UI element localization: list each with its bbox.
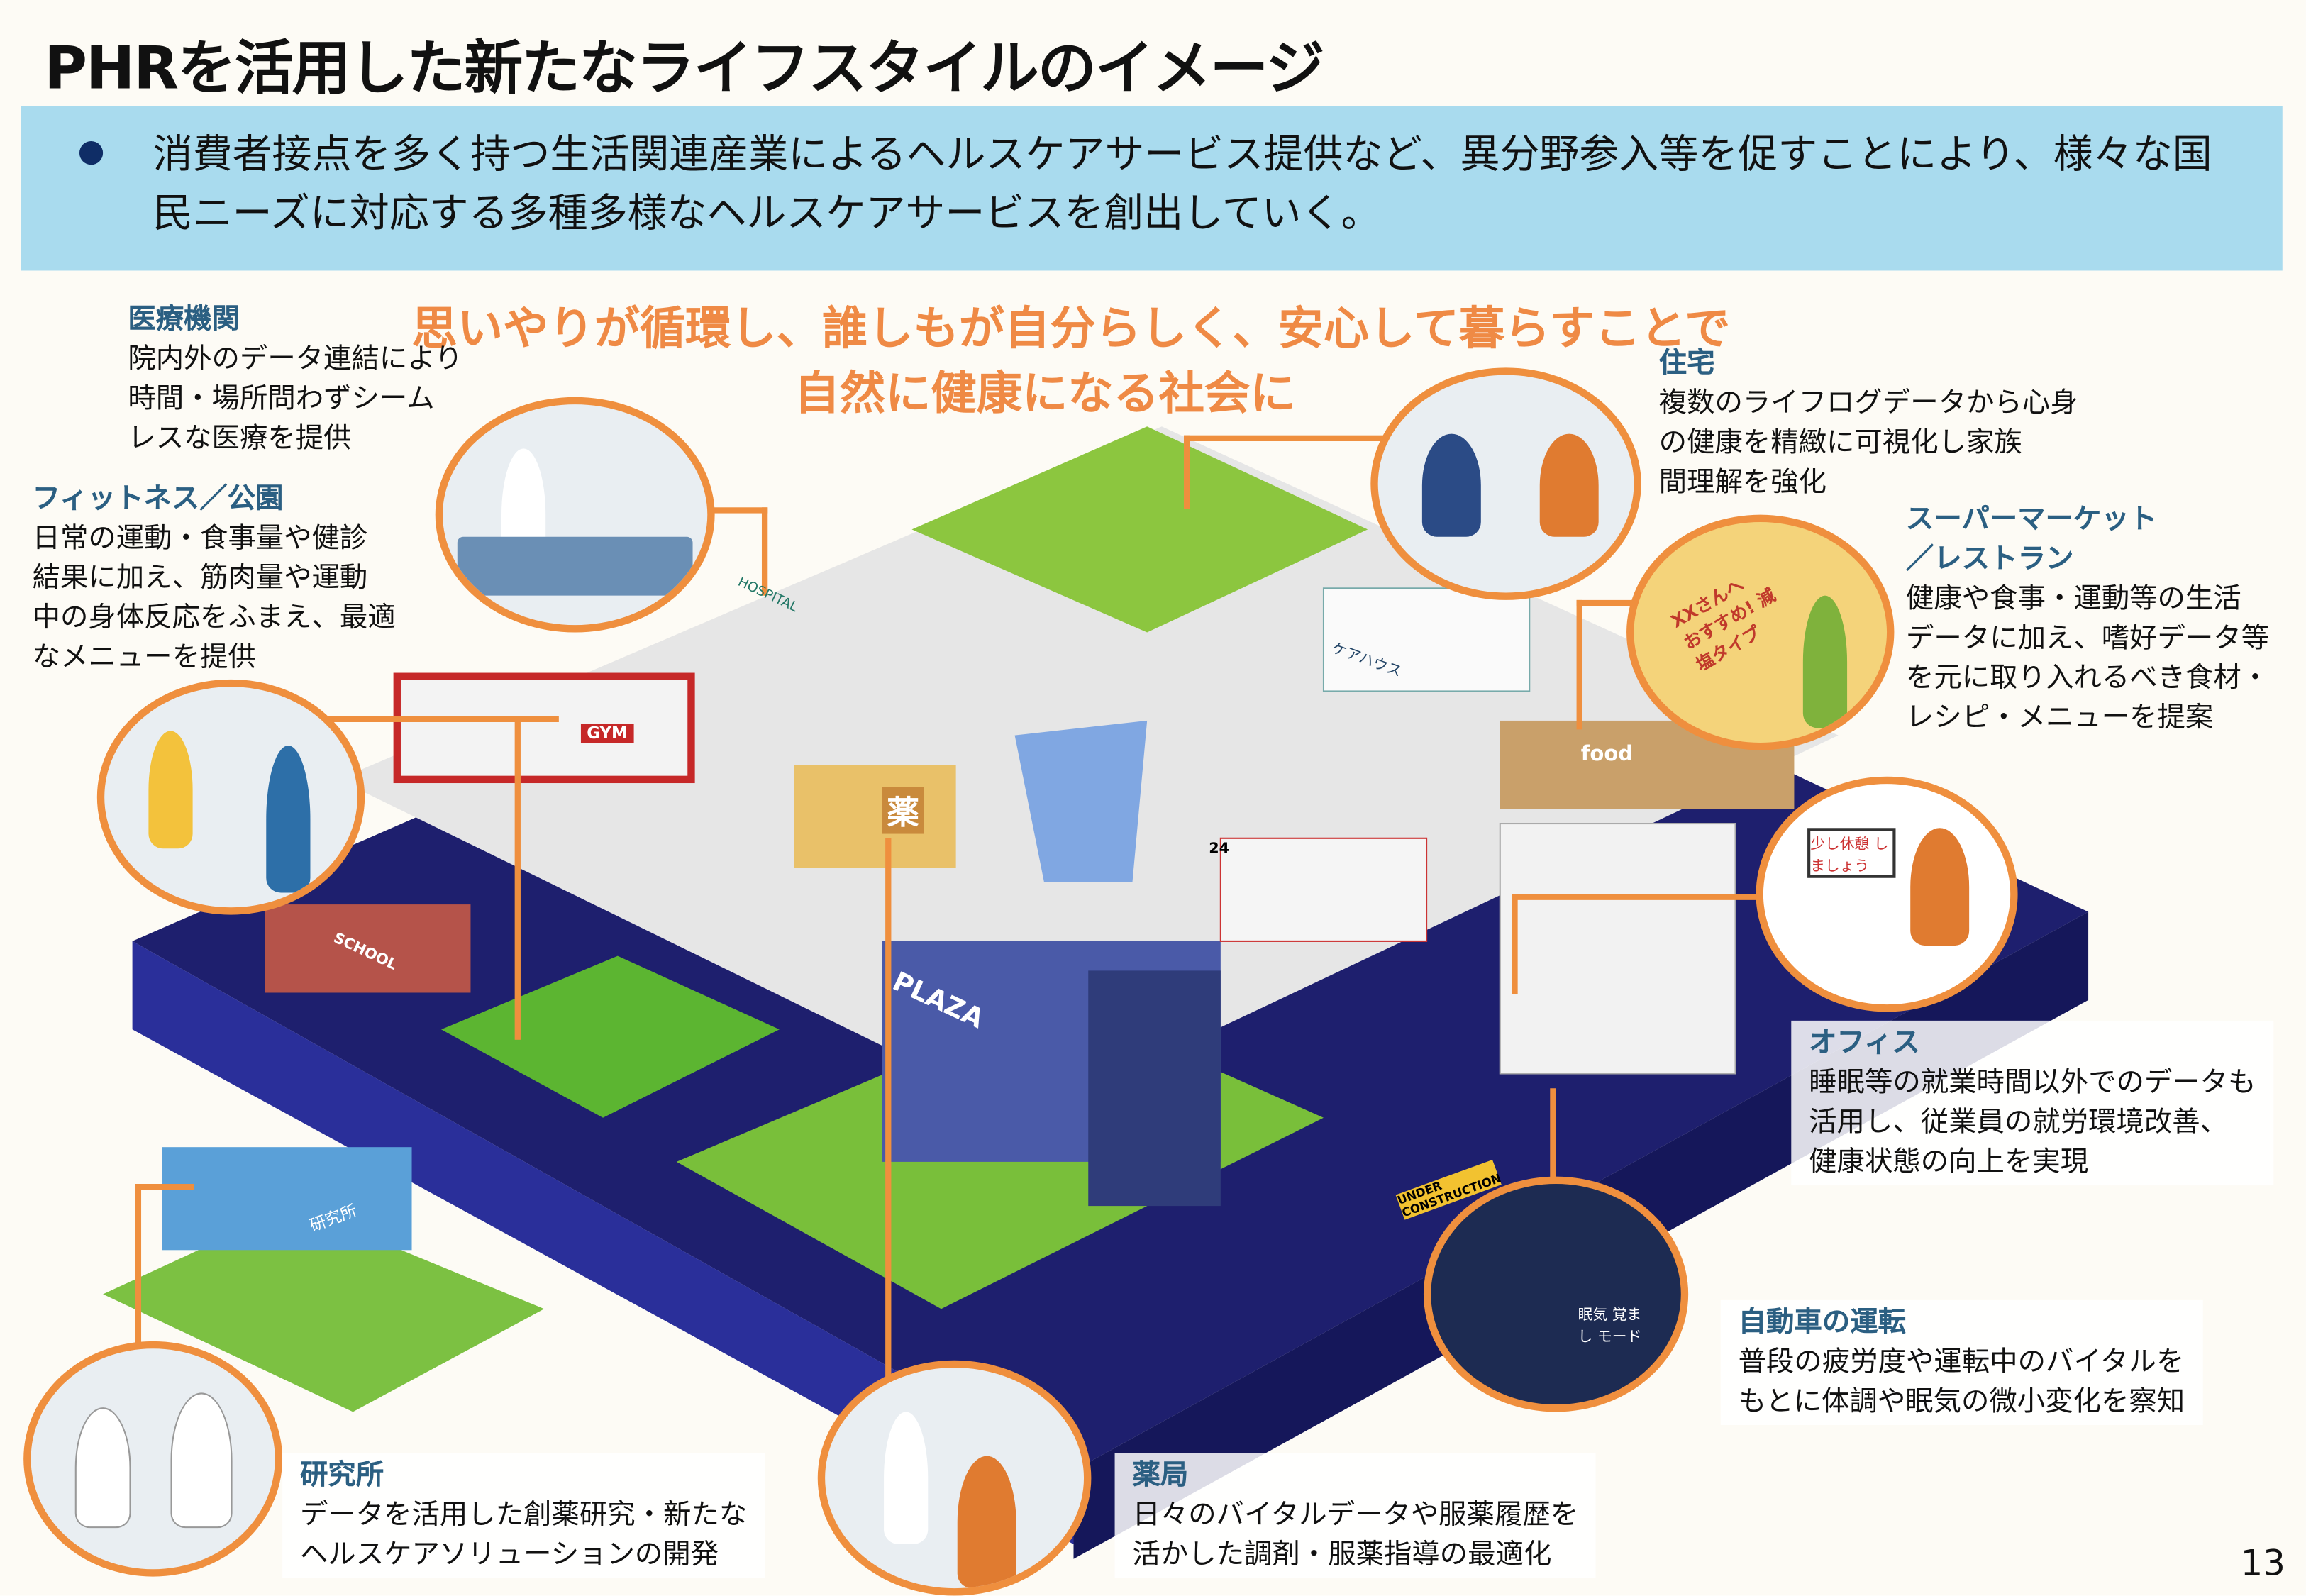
store24-sign: 24 [1209,841,1230,858]
lab-illustration [23,1341,283,1577]
connector-line [1512,894,1762,900]
pharmacy-illustration [817,1360,1092,1596]
connector-line [761,507,768,596]
car-label: 自動車の運転 普段の疲労度や運転中のバイタルをもとに体調や眠気の微小変化を察知 [1720,1299,2203,1426]
fitness-label: フィットネス／公園 日常の運動・食事量や健診結果に加え、筋肉量や運動中の身体反応… [32,482,396,674]
rest-sign: 少し休憩 しましょう [1807,828,1896,878]
connector-line [135,1184,142,1368]
food-sign: food [1580,743,1634,767]
platform-side-left [132,941,1074,1544]
connector-line [691,507,768,514]
pharmacy-building [794,765,956,868]
school-building [265,904,471,993]
pharmacy-sign: 薬 [882,787,924,834]
connector-line [1184,435,1190,509]
medical-label: 医療機関 院内外のデータ連結により時間・場所問わずシームレスな医療を提供 [128,303,463,455]
gym-sign: GYM [580,724,633,743]
medical-illustration [435,397,715,633]
lab-building [162,1147,412,1251]
connector-line [323,716,559,722]
soccer-field [440,955,780,1118]
care-house [1322,587,1531,692]
gym-building [393,672,695,784]
fitness-illustration [96,679,365,915]
connector-line [1576,599,1582,730]
supermarket-illustration: XXさんへ おすすめ! 減塩タイプ [1626,514,1895,750]
connector-line [1550,1088,1556,1207]
convenience-store [1219,837,1428,942]
plaza-tower [1088,970,1221,1207]
connector-line [1512,894,1518,994]
connector-line [514,716,521,1040]
lab-lawn [103,1206,545,1412]
recommend-sign: XXさんへ おすすめ! 減塩タイプ [1667,574,1780,676]
data-beam [1014,720,1148,882]
page-title: PHRを活用した新たなライフスタイルのイメージ [44,35,1324,104]
connector-line [1576,599,1636,606]
lab-label: 研究所 データを活用した創薬研究・新たなヘルスケアソリューションの開発 [282,1453,765,1578]
housing-illustration [1370,367,1641,600]
summary-banner: 消費者接点を多く持つ生活関連産業によるヘルスケアサービス提供など、異分野参入等を… [21,106,2283,271]
slogan-line1: 思いやりが循環し、誰しもが自分らしく、安心して暮らすことで [411,303,1731,356]
connector-line [1184,435,1390,441]
office-buildings [1499,823,1736,1075]
connector-line [885,838,892,1397]
car-illustration: 眠気 覚まし モード [1423,1176,1689,1412]
summary-text: 消費者接点を多く持つ生活関連産業によるヘルスケアサービス提供など、異分野参入等を… [153,132,2212,237]
pharmacy-label: 薬局 日々のバイタルデータや服薬履歴を活かした調剤・服薬指導の最適化 [1114,1453,1597,1578]
housing-label: 住宅 複数のライフログデータから心身の健康を精緻に可視化し家族間理解を強化 [1658,347,2078,499]
bullet-icon [79,141,104,165]
connector-line [135,1184,194,1190]
office-illustration: 少し休憩 しましょう [1756,776,2018,1012]
slogan-line2: 自然に健康になる社会に [794,367,1296,421]
drowsy-sign: 眠気 覚まし モード [1578,1307,1642,1346]
office-label: オフィス 睡眠等の就業時間以外でのデータも活用し、従業員の就労環境改善、健康状態… [1791,1020,2274,1186]
park-residential [911,426,1368,633]
supermarket-label: スーパーマーケット／レストラン 健康や食事・運動等の生活データに加え、嗜好データ… [1905,503,2270,734]
page-number: 13 [2240,1542,2285,1584]
